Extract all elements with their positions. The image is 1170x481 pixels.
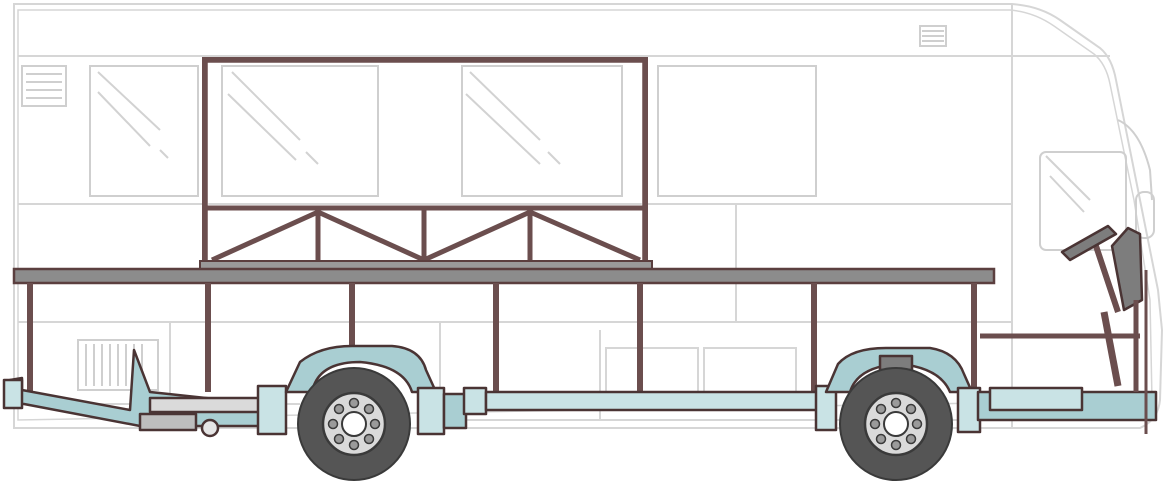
bus-body-outline bbox=[13, 3, 1164, 429]
front-axle-block bbox=[814, 384, 838, 432]
window bbox=[89, 65, 199, 197]
window bbox=[221, 65, 379, 197]
bus-silhouette-inner bbox=[17, 9, 1153, 421]
window-cage-frame bbox=[202, 57, 648, 268]
driver-station bbox=[1060, 224, 1148, 434]
rear-bumper-stub bbox=[2, 378, 24, 410]
vent-grille bbox=[21, 65, 67, 107]
rear-axle-block bbox=[416, 386, 446, 436]
front-wheel bbox=[839, 367, 953, 481]
front-axle-block bbox=[956, 386, 982, 434]
rear-axle-block bbox=[462, 386, 488, 416]
frame-posts bbox=[27, 283, 977, 392]
center-beam bbox=[484, 390, 824, 412]
bus-windows bbox=[89, 65, 1127, 251]
side-mirror bbox=[1117, 119, 1155, 239]
rear-axle-block bbox=[442, 392, 468, 430]
rear-clamp bbox=[256, 384, 288, 436]
cage-truss bbox=[210, 209, 641, 263]
front-lug-nuts bbox=[869, 397, 923, 451]
rear-lug-nuts bbox=[327, 397, 381, 451]
bus-silhouette bbox=[13, 3, 1164, 429]
rear-grille bbox=[77, 339, 159, 391]
steering-column bbox=[1093, 245, 1121, 313]
steering-wheel bbox=[1060, 224, 1118, 262]
deck-beam bbox=[12, 260, 996, 285]
rear-wheel bbox=[297, 367, 411, 481]
window bbox=[461, 65, 623, 197]
rear-shaft-lower bbox=[138, 412, 198, 432]
undercarriage bbox=[2, 224, 1158, 438]
shaft-joint bbox=[200, 418, 220, 438]
driver-seat bbox=[1110, 226, 1144, 312]
window-glare bbox=[97, 71, 1091, 213]
rear-shaft bbox=[148, 396, 262, 414]
main-rail bbox=[12, 267, 996, 285]
front-hub bbox=[883, 411, 909, 437]
rear-hub bbox=[341, 411, 367, 437]
pedal-arm bbox=[1100, 311, 1122, 387]
front-bumper bbox=[988, 386, 1084, 412]
rear-tail bbox=[8, 348, 264, 428]
window bbox=[657, 65, 817, 197]
vent-grille bbox=[919, 25, 947, 47]
